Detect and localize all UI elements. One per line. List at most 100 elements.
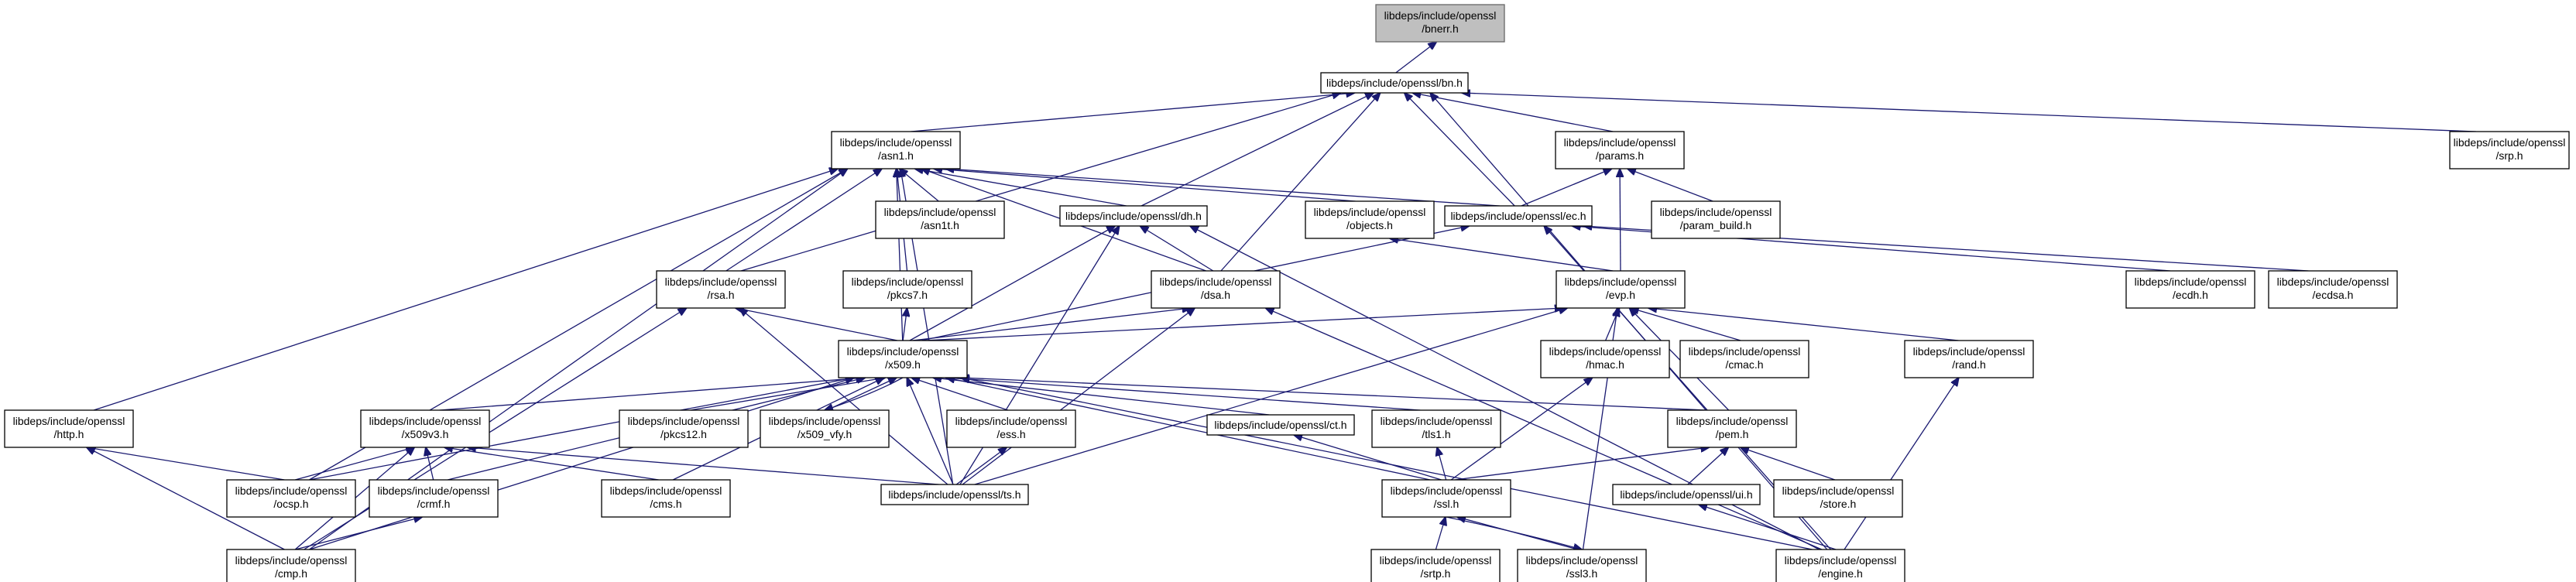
edge-line — [1628, 169, 1713, 202]
edge-bn-to-bnerr — [1395, 42, 1437, 74]
node-box — [760, 409, 890, 448]
node-asn1t[interactable]: libdeps/include/openssl/asn1t.h — [875, 200, 1005, 239]
node-label-line: libdeps/include/openssl — [1913, 345, 2025, 358]
node-ui[interactable]: libdeps/include/openssl/ui.h — [1612, 484, 1761, 505]
node-store[interactable]: libdeps/include/openssl/store.h — [1773, 479, 1903, 518]
edge-line — [690, 378, 885, 411]
edge-pem-to-evp — [1630, 308, 1730, 411]
edge-dh-to-bn — [1141, 93, 1374, 207]
node-x509[interactable]: libdeps/include/openssl/x509.h — [838, 340, 968, 378]
node-ecdsa[interactable]: libdeps/include/openssl/ecdsa.h — [2268, 270, 2398, 309]
node-pkcs12[interactable]: libdeps/include/openssl/pkcs12.h — [619, 409, 749, 448]
node-box — [1305, 200, 1435, 239]
edge-dsa-to-bn — [1220, 93, 1381, 272]
edge-line — [304, 308, 687, 550]
node-box — [1612, 484, 1761, 505]
node-cmp[interactable]: libdeps/include/openssl/cmp.h — [226, 549, 356, 582]
node-dh[interactable]: libdeps/include/openssl/dh.h — [1059, 205, 1208, 227]
node-tls1[interactable]: libdeps/include/openssl/tls1.h — [1371, 409, 1501, 448]
node-dsa[interactable]: libdeps/include/openssl/dsa.h — [1151, 270, 1281, 309]
node-box — [360, 409, 490, 448]
edge-line — [426, 447, 434, 481]
node-box — [2125, 270, 2255, 309]
edge-rsa-to-bn — [740, 93, 1340, 272]
header-nodes: libdeps/include/openssl/bnerr.h libdeps/i… — [4, 4, 2570, 582]
node-box — [946, 409, 1076, 448]
edge-line — [912, 308, 1191, 341]
node-label-line: /crmf.h — [417, 498, 451, 510]
node-rsa[interactable]: libdeps/include/openssl/rsa.h — [656, 270, 786, 309]
node-cmac[interactable]: libdeps/include/openssl/cmac.h — [1679, 340, 1809, 378]
edge-line — [955, 447, 1007, 485]
edge-ec-to-params — [1521, 169, 1612, 207]
node-label-line: /ecdh.h — [2173, 289, 2208, 301]
edge-params-to-bn — [1412, 93, 1614, 132]
node-label-line: libdeps/include/openssl — [628, 415, 740, 427]
node-label-line: /evp.h — [1606, 289, 1635, 301]
node-box — [1773, 479, 1903, 518]
edge-ocsp-to-x509 — [309, 378, 854, 481]
edge-line — [915, 169, 1127, 207]
edge-line — [911, 378, 1009, 411]
node-http[interactable]: libdeps/include/openssl/http.h — [4, 409, 134, 448]
edge-rsa-to-asn1 — [725, 169, 882, 272]
edge-ocsp-to-x509v3 — [295, 447, 414, 481]
node-srtp[interactable]: libdeps/include/openssl/srtp.h — [1370, 549, 1501, 582]
node-crmf[interactable]: libdeps/include/openssl/crmf.h — [369, 479, 499, 518]
node-box — [1775, 549, 1905, 582]
node-label-line: libdeps/include/openssl — [1689, 345, 1801, 358]
node-rand[interactable]: libdeps/include/openssl/rand.h — [1904, 340, 2034, 378]
node-label-line: /asn1.h — [878, 149, 914, 162]
node-objects[interactable]: libdeps/include/openssl/objects.h — [1305, 200, 1435, 239]
node-label-line: /cmac.h — [1725, 358, 1763, 371]
edge-ssl-to-pem — [1454, 447, 1709, 481]
node-srp[interactable]: libdeps/include/openssl/srp.h — [2449, 131, 2570, 169]
node-label-line: /x509v3.h — [402, 428, 449, 440]
edge-evp-to-objects — [1390, 238, 1614, 272]
edge-ssl-to-x509 — [946, 378, 1431, 481]
node-pem[interactable]: libdeps/include/openssl/pem.h — [1667, 409, 1797, 448]
node-label-line: /pem.h — [1716, 428, 1749, 440]
node-hmac[interactable]: libdeps/include/openssl/hmac.h — [1540, 340, 1670, 378]
node-box — [1679, 340, 1809, 378]
node-ct[interactable]: libdeps/include/openssl/ct.h — [1206, 414, 1355, 436]
edge-line — [974, 308, 1567, 485]
node-label-line: libdeps/include/openssl — [369, 415, 482, 427]
edge-line — [93, 169, 838, 411]
node-box — [619, 409, 749, 448]
node-label-line: libdeps/include/openssl — [1160, 276, 1272, 288]
node-cms[interactable]: libdeps/include/openssl/cms.h — [601, 479, 731, 518]
node-params[interactable]: libdeps/include/openssl/params.h — [1555, 131, 1685, 169]
node-ssl3[interactable]: libdeps/include/openssl/ssl3.h — [1517, 549, 1647, 582]
edge-ts-to-evp — [974, 308, 1567, 485]
edge-ssl-to-ct — [1294, 435, 1442, 481]
node-label-line: /store.h — [1820, 498, 1857, 510]
node-ts[interactable]: libdeps/include/openssl/ts.h — [880, 484, 1029, 505]
node-evp[interactable]: libdeps/include/openssl/evp.h — [1556, 270, 1686, 309]
edge-ssl-to-ssl3 — [1446, 516, 1582, 549]
node-ecdh[interactable]: libdeps/include/openssl/ecdh.h — [2125, 270, 2255, 309]
edge-line — [961, 378, 1707, 411]
node-x509-vfy[interactable]: libdeps/include/openssl/x509_vfy.h — [760, 409, 890, 448]
node-ess[interactable]: libdeps/include/openssl/ess.h — [946, 409, 1076, 448]
node-ocsp[interactable]: libdeps/include/openssl/ocsp.h — [226, 479, 356, 518]
node-box — [2449, 131, 2570, 169]
edge-line — [1437, 447, 1447, 481]
node-ssl[interactable]: libdeps/include/openssl/ssl.h — [1381, 479, 1511, 518]
node-asn1[interactable]: libdeps/include/openssl/asn1.h — [831, 131, 961, 169]
node-bn[interactable]: libdeps/include/openssl/bn.h — [1320, 72, 1469, 94]
node-bnerr[interactable]: libdeps/include/openssl/bnerr.h — [1375, 4, 1505, 43]
edge-line — [736, 308, 898, 341]
node-param-build[interactable]: libdeps/include/openssl/param_build.h — [1651, 200, 1781, 239]
node-ec[interactable]: libdeps/include/openssl/ec.h — [1444, 205, 1593, 227]
node-x509v3[interactable]: libdeps/include/openssl/x509v3.h — [360, 409, 490, 448]
edge-x509-to-rsa — [736, 308, 898, 341]
node-box — [656, 270, 786, 309]
node-pkcs7[interactable]: libdeps/include/openssl/pkcs7.h — [842, 270, 972, 309]
node-engine[interactable]: libdeps/include/openssl/engine.h — [1775, 549, 1905, 582]
edge-line — [1648, 308, 1959, 341]
edge-pem-to-x509 — [961, 378, 1707, 411]
edge-x509-to-dsa — [912, 308, 1191, 341]
edge-line — [1390, 238, 1614, 272]
